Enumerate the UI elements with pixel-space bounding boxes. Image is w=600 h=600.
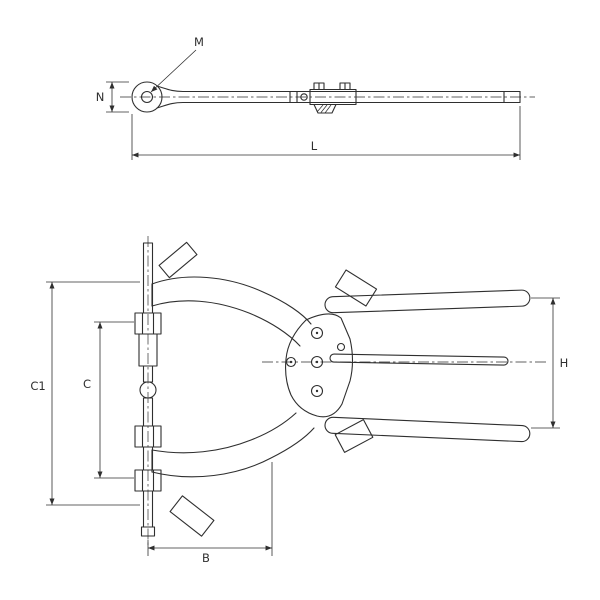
link-lower <box>334 419 374 453</box>
spindle-assembly <box>134 242 162 537</box>
eye-boss <box>131 81 163 113</box>
front-view-clamp: C1 C H B <box>30 236 568 565</box>
link-upper <box>334 269 378 307</box>
dim-C: C <box>83 321 134 479</box>
dim-C1: C1 <box>30 281 140 506</box>
dim-L-label: L <box>311 139 318 153</box>
dim-C1-label: C1 <box>30 379 45 393</box>
dim-C-label: C <box>83 377 91 391</box>
top-view-handle: M N L <box>96 35 535 160</box>
upper-handle <box>324 289 531 314</box>
rod-top-edge <box>156 85 521 93</box>
pad-upper <box>158 241 198 279</box>
eye-hole <box>140 90 154 104</box>
pivot-body <box>285 313 354 418</box>
pivot-pins <box>285 326 346 398</box>
rod-bottom-edge <box>156 101 521 109</box>
pivot-pin <box>300 93 308 101</box>
dim-M-leader <box>150 49 197 93</box>
jaw-tab <box>313 103 337 114</box>
dim-M: M <box>150 35 204 93</box>
dim-H-label: H <box>560 356 569 370</box>
dim-M-label: M <box>194 35 204 49</box>
dim-N-label: N <box>96 90 105 104</box>
lever-bar <box>329 353 509 366</box>
pad-lower <box>169 495 215 537</box>
c-frame-arms <box>151 276 315 478</box>
dim-N: N <box>96 81 129 113</box>
dim-B-label: B <box>202 551 210 565</box>
lower-handle <box>324 416 531 443</box>
dim-L: L <box>131 106 521 160</box>
clevis-joint <box>289 82 357 114</box>
spindle-tip <box>140 526 156 537</box>
dim-H: H <box>531 297 569 429</box>
dim-B: B <box>147 462 273 565</box>
